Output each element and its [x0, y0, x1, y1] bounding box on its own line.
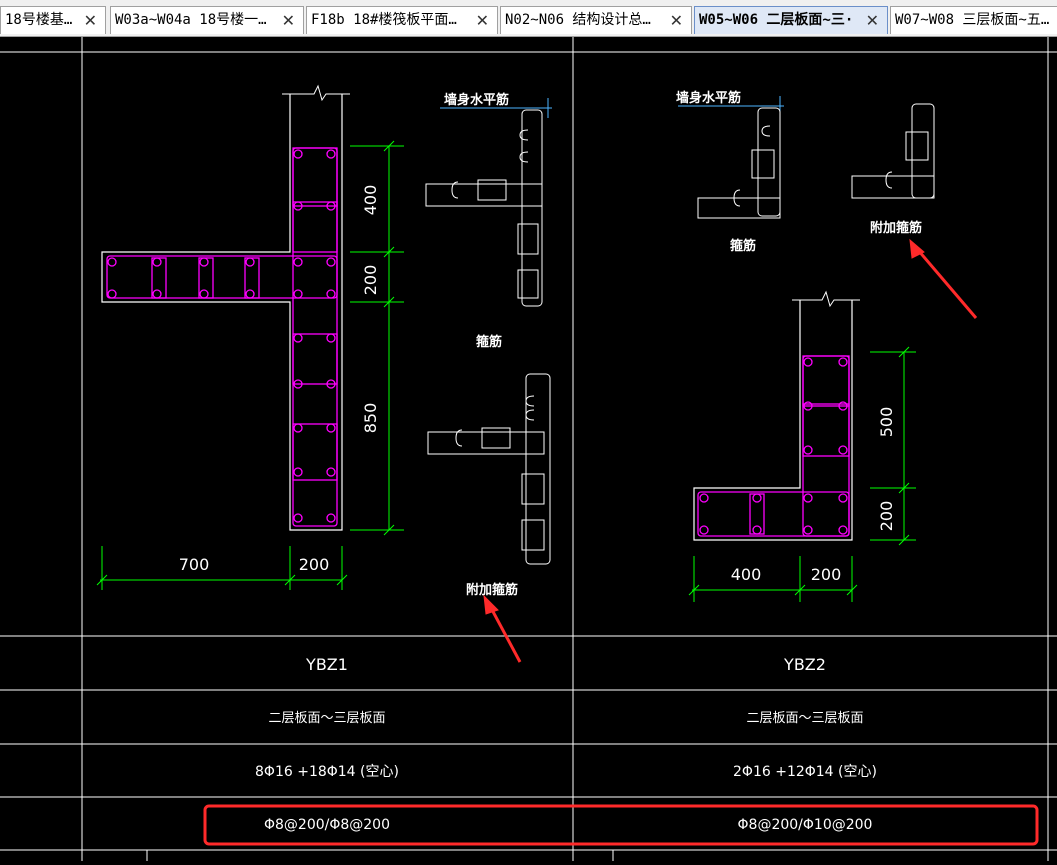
- ybz1-stirrup-details: [425, 98, 552, 565]
- close-icon[interactable]: ✕: [281, 11, 295, 30]
- cad-drawing-canvas[interactable]: 400 200 850 700 200 墙身水平筋 箍筋 附加箍筋: [0, 37, 1057, 861]
- drawing-svg: 400 200 850 700 200 墙身水平筋 箍筋 附加箍筋: [0, 37, 1057, 861]
- dim-400: 400: [361, 185, 380, 216]
- tab-label: W03a~W04a 18号楼一…: [115, 12, 267, 28]
- tab-bar: 18号楼基… ✕ W03a~W04a 18号楼一… ✕ F18b 18#楼筏板平…: [0, 0, 1057, 37]
- dim-200: 200: [361, 265, 380, 296]
- cell-ybz2-long-bars: 2Φ16 +12Φ14 (空心): [733, 764, 877, 780]
- ybz1-dim-vertical: [350, 140, 404, 536]
- cell-ybz2-stirrups: Φ8@200/Φ10@200: [738, 817, 873, 833]
- dim-200-v: 200: [877, 501, 896, 532]
- label-stirrup: 箍筋: [730, 238, 756, 254]
- label-wall-h-bar: 墙身水平筋: [676, 90, 741, 106]
- close-icon[interactable]: ✕: [475, 11, 489, 30]
- ybz1-dim-texts: 400 200 850 700 200: [179, 185, 380, 574]
- dim-700: 700: [179, 555, 210, 574]
- cell-ybz2-level: 二层板面～三层板面: [746, 711, 863, 726]
- close-icon[interactable]: ✕: [865, 11, 879, 30]
- dim-850: 850: [361, 403, 380, 434]
- ybz2-dim-vertical: [870, 346, 916, 546]
- label-extra-stirrup: 附加箍筋: [870, 220, 922, 236]
- tab-4[interactable]: N02~N06 结构设计总… ✕: [500, 6, 692, 34]
- tab-label: W05~W06 二层板面~三·: [699, 12, 854, 28]
- close-icon[interactable]: ✕: [83, 11, 97, 30]
- close-icon[interactable]: ✕: [669, 11, 683, 30]
- dim-400-h: 400: [731, 565, 762, 584]
- tab-1[interactable]: 18号楼基… ✕: [0, 6, 106, 34]
- label-wall-h-bar: 墙身水平筋: [444, 92, 509, 108]
- tab-6[interactable]: W07~W08 三层板面~五…: [890, 6, 1057, 34]
- tab-2[interactable]: W03a~W04a 18号楼一… ✕: [110, 6, 304, 34]
- ybz1-section: [96, 84, 552, 663]
- ybz1-arrow-icon: [483, 594, 522, 663]
- cell-ybz1-long-bars: 8Φ16 +18Φ14 (空心): [255, 764, 399, 780]
- label-extra-stirrup: 附加箍筋: [466, 582, 518, 598]
- dim-500: 500: [877, 407, 896, 438]
- highlight-box: [203, 804, 1039, 846]
- label-stirrup: 箍筋: [476, 334, 502, 350]
- ybz2-dim-texts: 500 200 400 200: [731, 407, 896, 584]
- ybz2-dim-horizontal: [688, 556, 858, 602]
- ybz2-section: [678, 96, 978, 602]
- ybz2-rebar: [697, 355, 850, 537]
- tab-label: 18号楼基…: [5, 12, 73, 28]
- cell-ybz1-level: 二层板面～三层板面: [268, 711, 385, 726]
- ybz1-rebar: [106, 147, 338, 527]
- ybz2-labels: 墙身水平筋 箍筋 附加箍筋: [676, 90, 922, 254]
- ybz1-dim-horizontal: [96, 546, 348, 590]
- ybz2-arrow-icon: [909, 238, 978, 319]
- cell-ybz1-stirrups: Φ8@200/Φ8@200: [264, 817, 390, 833]
- ybz1-labels: 墙身水平筋 箍筋 附加箍筋: [444, 92, 518, 598]
- dim-200-h: 200: [299, 555, 330, 574]
- tab-label: N02~N06 结构设计总…: [505, 12, 651, 28]
- dim-200-h: 200: [811, 565, 842, 584]
- table-grid: [0, 37, 1057, 861]
- cell-ybz2-name: YBZ2: [783, 655, 826, 674]
- ybz2-stirrup-details: [678, 96, 935, 219]
- tab-5-active[interactable]: W05~W06 二层板面~三· ✕: [694, 6, 888, 34]
- tab-3[interactable]: F18b 18#楼筏板平面… ✕: [306, 6, 498, 34]
- table-texts: YBZ1 YBZ2 二层板面～三层板面 二层板面～三层板面 8Φ16 +18Φ1…: [255, 655, 877, 833]
- tab-label: F18b 18#楼筏板平面…: [311, 12, 457, 28]
- tab-label: W07~W08 三层板面~五…: [895, 12, 1050, 28]
- cell-ybz1-name: YBZ1: [305, 655, 348, 674]
